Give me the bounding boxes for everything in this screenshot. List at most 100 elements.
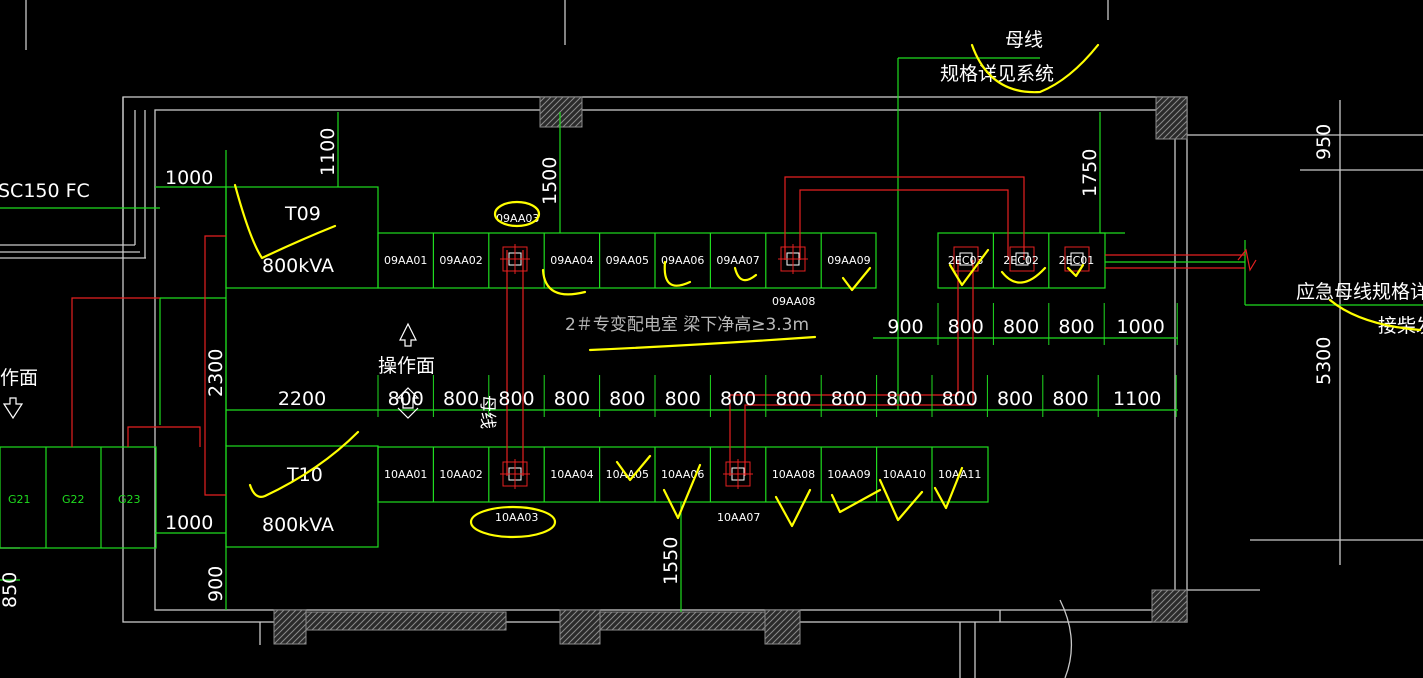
dim-1750: 1750 — [1079, 149, 1101, 197]
panel-label: 09AA09 — [827, 254, 870, 267]
panel-label: 09AA04 — [550, 254, 593, 267]
dim-950: 950 — [1313, 124, 1335, 160]
markup-2ec01 — [1066, 263, 1085, 278]
arrow-down-small-icon — [397, 407, 419, 419]
junction-09aa08 — [778, 244, 808, 274]
dim-1100: 1100 — [317, 128, 339, 176]
dimension-value: 800 — [831, 388, 867, 410]
dim-5300: 5300 — [1313, 337, 1335, 385]
busbar-vertical-label: 母线 — [477, 395, 497, 429]
arrow-up-icon — [399, 322, 417, 347]
dimension-value: 800 — [498, 388, 534, 410]
right-dimension-lines — [1250, 100, 1423, 565]
panel-layer: 09AA01 09AA02 09AA04 09AA05 09AA06 09AA07 09AA… — [384, 233, 1094, 502]
panel-09aa03: 09AA03 — [496, 212, 539, 225]
generator-room-label: 接柴发 — [1378, 315, 1423, 337]
dim-top-left-1000: 1000 — [165, 167, 213, 189]
junction-09aa03 — [500, 244, 530, 274]
panel-label: 09AA05 — [606, 254, 649, 267]
markup-t09 — [233, 183, 337, 260]
transformer-t09-rating: 800kVA — [262, 255, 334, 277]
markup-10aa10 — [878, 478, 924, 522]
arrow-down-icon — [2, 397, 24, 420]
operating-face-left: 作面 — [0, 367, 38, 389]
dim-bottom-left-1000: 1000 — [165, 512, 213, 534]
junction-2ec03 — [953, 246, 979, 272]
markup-circle-09aa03 — [493, 200, 541, 228]
panel-label: 09AA07 — [716, 254, 759, 267]
dim-900: 900 — [205, 566, 227, 602]
markup-t10 — [248, 430, 360, 498]
transformer-t09-name: T09 — [284, 203, 321, 225]
junction-10aa07 — [723, 459, 753, 489]
text-labels: 母线 规格详见系统 2＃专变配电室 梁下净高≥3.3m 操作面 作面 母线 应急… — [0, 29, 1423, 608]
markup-2ec03 — [948, 248, 990, 287]
markup-circle-10aa03 — [469, 505, 557, 539]
generator-g22: G22 — [62, 493, 85, 506]
dim-1550: 1550 — [660, 537, 682, 585]
structural-columns — [273, 96, 1188, 645]
dimension-value: 800 — [554, 388, 590, 410]
markup-10aa11 — [933, 466, 964, 510]
markup-09aa09 — [841, 266, 872, 292]
operating-face-center: 操作面 — [378, 355, 435, 377]
panel-label: 10AA10 — [883, 468, 926, 481]
busway-junctions — [500, 244, 1090, 489]
dim-850: 850 — [0, 572, 21, 608]
equipment-layout — [0, 57, 1423, 612]
markup-09aa07 — [733, 266, 758, 282]
markup-10aa06 — [662, 463, 702, 520]
panel-label: 10AA09 — [827, 468, 870, 481]
dimension-value: 800 — [609, 388, 645, 410]
markup-2ec02 — [1000, 266, 1047, 284]
panel-10aa03: 10AA03 — [495, 511, 538, 524]
panel-label: 09AA01 — [384, 254, 427, 267]
dimension-value: 800 — [775, 388, 811, 410]
panel-label: 10AA02 — [439, 468, 482, 481]
dimension-value: 800 — [1052, 388, 1088, 410]
dim-1500: 1500 — [539, 157, 561, 205]
dimension-value: 800 — [948, 316, 984, 338]
dimension-value: 800 — [997, 388, 1033, 410]
generator-g21: G21 — [8, 493, 31, 506]
arrow-up-small-icon — [396, 387, 420, 409]
markup-09aa06 — [663, 260, 692, 287]
transformer-t10-rating: 800kVA — [262, 514, 334, 536]
dimension-value: 800 — [886, 388, 922, 410]
conduit-label: SC150 FC — [0, 180, 90, 202]
junction-2ec02 — [1009, 246, 1035, 272]
panel-label: 09AA06 — [661, 254, 704, 267]
panel-09aa08: 09AA08 — [772, 295, 815, 308]
yellow-markups — [233, 43, 1422, 539]
junction-2ec01 — [1064, 246, 1090, 272]
markup-10aa09 — [830, 488, 882, 514]
junction-10aa03 — [500, 459, 530, 489]
panel-label: 10AA04 — [550, 468, 593, 481]
panel-label: 2EC01 — [1059, 254, 1095, 267]
dim-2300: 2300 — [205, 349, 227, 397]
dimension-value: 800 — [942, 388, 978, 410]
panel-label: 10AA01 — [384, 468, 427, 481]
dimension-value: 900 — [887, 316, 923, 338]
markup-09aa04 — [541, 268, 587, 296]
panel-label: 09AA02 — [439, 254, 482, 267]
dimension-value: 1100 — [1113, 388, 1161, 410]
dimension-value: 1000 — [1117, 316, 1165, 338]
dimension-value: 800 — [443, 388, 479, 410]
markup-busbar — [970, 43, 1100, 94]
markup-10aa05 — [615, 454, 652, 482]
emergency-busbar-label: 应急母线规格详见 — [1296, 281, 1423, 303]
markup-10aa08 — [774, 488, 812, 528]
panel-10aa07: 10AA07 — [717, 511, 760, 524]
dimension-value: 800 — [665, 388, 701, 410]
markup-room-title — [588, 335, 817, 352]
room-title: 2＃专变配电室 梁下净高≥3.3m — [565, 315, 809, 335]
busbar-spec: 规格详见系统 — [940, 63, 1054, 85]
dimension-value: 800 — [1003, 316, 1039, 338]
panel-label: 2EC03 — [948, 254, 984, 267]
panel-label: 10AA08 — [772, 468, 815, 481]
panel-label: 2EC02 — [1003, 254, 1039, 267]
dimension-value: 800 — [720, 388, 756, 410]
generator-g23: G23 — [118, 493, 141, 506]
